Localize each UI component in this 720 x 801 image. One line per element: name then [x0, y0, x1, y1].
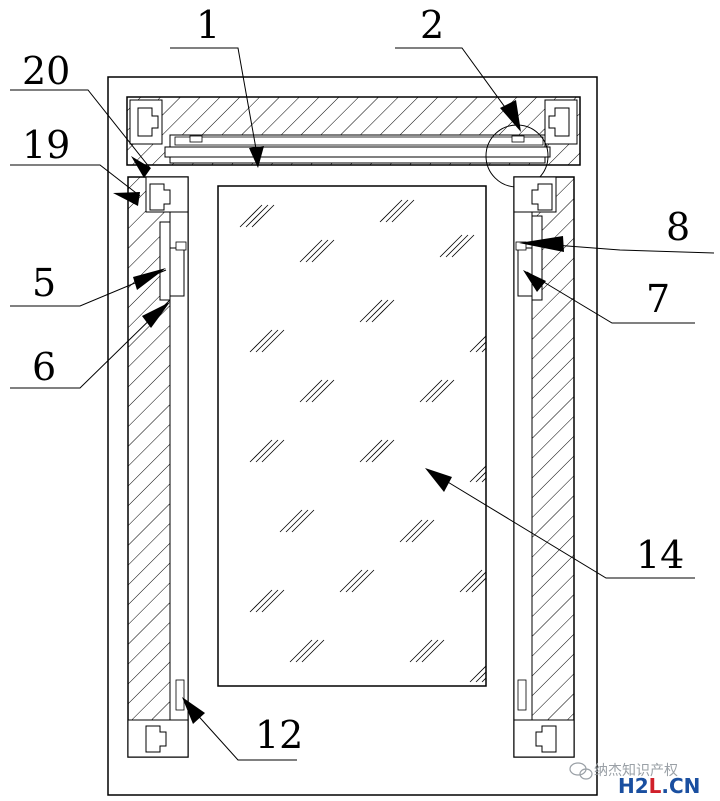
glass-reflection-mark: [279, 509, 303, 533]
arrowheads: [113, 100, 564, 724]
glass-reflection-mark: [261, 439, 285, 463]
glass-reflection-mark: [415, 639, 439, 663]
label-8: 8: [666, 205, 690, 249]
top-beam: [126, 96, 581, 166]
glass-reflection-mark: [481, 677, 486, 683]
label-1: 1: [196, 3, 220, 47]
glass-reflection-mark: [301, 639, 325, 663]
glass-reflection-mark: [431, 379, 455, 403]
glass-reflection-mark: [345, 569, 369, 593]
glass-reflection-mark: [359, 299, 383, 323]
glass-reflection-mark: [289, 639, 313, 663]
glass-reflection-mark: [399, 519, 423, 543]
outer-frame: [107, 76, 598, 796]
brand-logo: H2L.CN: [618, 774, 700, 798]
glass-reflection-mark: [475, 471, 486, 483]
glass-reflection-mark: [411, 519, 435, 543]
label-12: 12: [255, 713, 303, 757]
glass-reflection-mark: [255, 329, 279, 353]
label-19: 19: [22, 123, 70, 167]
right-post: [513, 176, 575, 758]
glass-reflection-mark: [245, 204, 269, 228]
glass-reflection-mark: [419, 379, 443, 403]
left-post: [127, 176, 189, 758]
label-6: 6: [32, 345, 56, 389]
glass-reflection-mark: [471, 577, 486, 593]
glass-reflection-mark: [249, 439, 273, 463]
watermark-text: 纳杰知识产权: [594, 762, 678, 779]
glass-reflection-mark: [291, 509, 315, 533]
glass-reflection-mark: [239, 204, 263, 228]
glass-reflection-mark: [305, 379, 329, 403]
glass-reflection-mark: [439, 234, 463, 258]
glass-reflection-mark: [469, 335, 486, 353]
label-20: 20: [22, 49, 70, 93]
glass-reflection-mark: [261, 589, 285, 613]
glass-reflection-mark: [305, 239, 329, 263]
leader-lines: [10, 47, 715, 761]
glass-reflection-mark: [351, 569, 375, 593]
glass-reflection-mark: [475, 341, 486, 353]
glass-reflection-mark: [339, 569, 363, 593]
glass-reflection-mark: [299, 239, 323, 263]
glass-reflection-mark: [295, 639, 319, 663]
glass-reflection-mark: [365, 299, 389, 323]
glass-reflection-mark: [261, 329, 285, 353]
glass-reflection-mark: [421, 639, 445, 663]
glass-reflection-mark: [299, 379, 323, 403]
glass-reflection-mark: [385, 199, 409, 223]
label-2: 2: [420, 3, 444, 47]
wechat-icon: [569, 762, 593, 780]
label-5: 5: [32, 261, 56, 305]
glass-reflection-mark: [359, 439, 383, 463]
label-7: 7: [646, 277, 670, 321]
glass-reflection-mark: [249, 329, 273, 353]
glass-reflection-mark: [251, 204, 275, 228]
glass-reflection-mark: [285, 509, 309, 533]
watermark: 纳杰知识产权 H2L.CN: [569, 762, 700, 798]
glass-reflection-mark: [371, 299, 395, 323]
glass-reflection-mark: [475, 671, 486, 683]
glass-reflection-mark: [481, 347, 486, 353]
glass-reflection-mark: [311, 239, 335, 263]
glass-reflection-mark: [459, 569, 483, 593]
label-14: 14: [636, 533, 684, 577]
glass-reflection-mark: [425, 379, 449, 403]
part-labels: 1 2 20 19 8 5 7 6 14 12: [22, 3, 690, 757]
glass-reflection-mark: [379, 199, 403, 223]
glass-reflection-mark: [249, 589, 273, 613]
glass-reflection-mark: [469, 465, 486, 483]
glass-reflection-mark: [451, 234, 475, 258]
glass-reflection-mark: [255, 439, 279, 463]
glass-reflection-mark: [469, 665, 486, 683]
glass-reflection-mark: [311, 379, 335, 403]
glass-panel: [217, 185, 487, 687]
glass-reflection-mark: [405, 519, 429, 543]
glass-reflection-mark: [481, 477, 486, 483]
glass-reflection-mark: [255, 589, 279, 613]
glass-reflection-mark: [445, 234, 469, 258]
glass-reflection-mark: [409, 639, 433, 663]
glass-reflection-mark: [371, 439, 395, 463]
glass-reflection-mark: [391, 199, 415, 223]
glass-reflection-mark: [465, 571, 486, 593]
glass-reflection-mark: [365, 439, 389, 463]
